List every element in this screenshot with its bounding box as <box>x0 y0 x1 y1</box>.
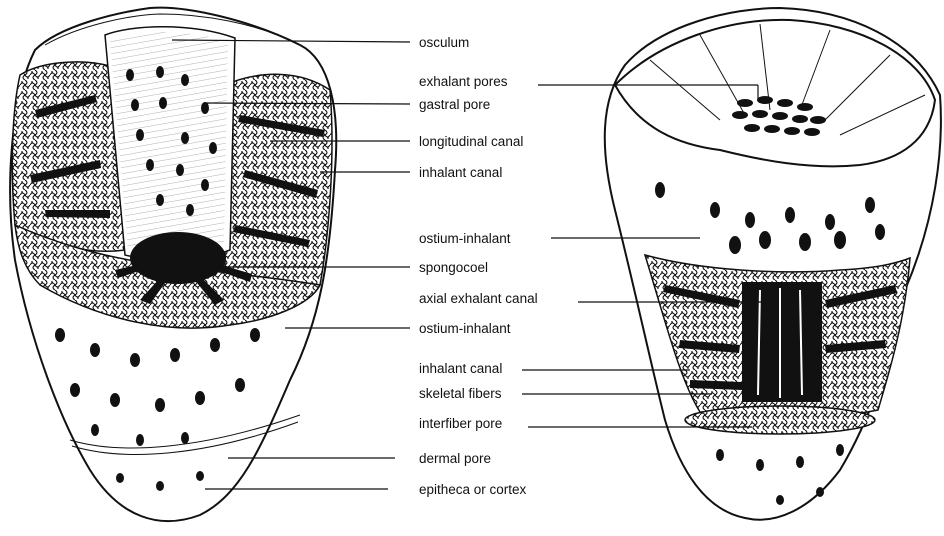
label-dermal-pore: dermal pore <box>419 451 491 466</box>
label-gastral-pore: gastral pore <box>419 97 490 112</box>
label-interfiber-pore: interfiber pore <box>419 416 502 431</box>
label-epitheca: epitheca or cortex <box>419 482 527 497</box>
label-ostium-inhalant-right: ostium-inhalant <box>419 231 511 246</box>
label-longitudinal-canal: longitudinal canal <box>419 134 523 149</box>
left-sponge-illustration <box>10 8 336 521</box>
label-inhalant-canal-right: inhalant canal <box>419 361 502 376</box>
left-channel-hatching <box>110 32 228 254</box>
label-spongocoel: spongocoel <box>419 260 488 275</box>
label-exhalant-pores: exhalant pores <box>419 74 508 89</box>
label-osculum: osculum <box>419 35 469 50</box>
right-axial-canal <box>742 282 822 402</box>
label-ostium-inhalant-left: ostium-inhalant <box>419 321 511 336</box>
left-cut-section <box>12 62 125 251</box>
left-cut-section-right <box>225 74 332 302</box>
label-skeletal-fibers: skeletal fibers <box>419 386 502 401</box>
label-inhalant-canal-left: inhalant canal <box>419 165 502 180</box>
right-interfiber-disk <box>685 406 875 434</box>
label-axial-exhalant-canal: axial exhalant canal <box>419 291 538 306</box>
